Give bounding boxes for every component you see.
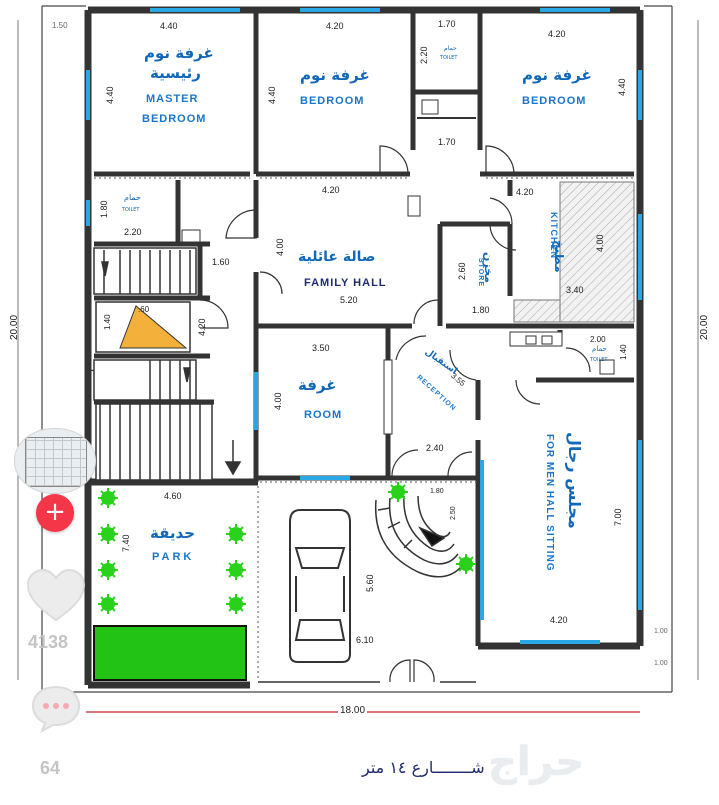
park-area (93, 625, 247, 681)
bedroom-2-en: BEDROOM (300, 95, 365, 107)
dim-total-bottom: 18.00 (338, 705, 368, 716)
toilet-left-en: TOILET (122, 207, 140, 213)
dim-label: 7.00 (613, 508, 623, 526)
family-hall-ar: صالة عائلية (298, 249, 376, 265)
haraj-watermark: حراج (488, 739, 585, 785)
toilet-right-en: TOILET (590, 357, 608, 363)
likes-count: 4138 (28, 632, 69, 652)
closet-triangle (95, 301, 191, 353)
dim-label: 1.70 (438, 19, 456, 29)
kitchen-en: KITCHEN (549, 212, 559, 259)
dim-label: 6.10 (356, 635, 374, 645)
interior-walls (94, 10, 634, 646)
dim-total-right: 20.00 (699, 314, 710, 340)
dim-label: 1.50 (52, 21, 68, 30)
toilet-top-ar: حمام (444, 45, 457, 52)
dim-label: 2.00 (590, 335, 606, 344)
dim-label: 2.40 (426, 443, 444, 453)
store-en: STORE (477, 258, 484, 287)
dim-label: 2.60 (457, 262, 467, 280)
comments-count: 64 (40, 758, 61, 778)
dim-label: 5.20 (340, 295, 358, 305)
men-hall-en: FOR MEN HALL SITTING (544, 434, 555, 572)
stairs (93, 247, 242, 481)
park-ar: حديقة (150, 524, 195, 542)
dim-label: 4.40 (617, 78, 627, 96)
dim-label: 4.20 (322, 185, 340, 195)
dim-label: 5.60 (365, 574, 375, 592)
car (289, 509, 351, 663)
dim-label: 1.60 (212, 257, 230, 267)
dim-label: 4.00 (275, 238, 285, 256)
dim-label: 4.20 (326, 21, 344, 31)
dim-label: 4.20 (548, 29, 566, 39)
room-en: ROOM (304, 409, 343, 421)
room-detail (383, 359, 393, 435)
street-label: شــــــــارع ١٤ متر (362, 758, 485, 777)
shrubs (98, 482, 476, 614)
toilet-left-ar: حمام (124, 193, 141, 202)
dim-label: 1.40 (619, 344, 628, 360)
dim-total-left: 20.00 (9, 314, 20, 340)
heart-icon[interactable] (26, 568, 86, 624)
dim-label: 2.50 (450, 506, 457, 520)
dim-label: 1.80 (430, 488, 444, 495)
dim-label: 1.00 (654, 628, 668, 635)
kitchen-counters (509, 181, 635, 347)
men-hall-ar: مجلس رجال (565, 432, 584, 529)
dim-label: 4.40 (267, 86, 277, 104)
dim-label: 7.40 (121, 534, 131, 552)
dim-label: .60 (138, 305, 150, 314)
dim-label: 4.00 (273, 392, 283, 410)
bedroom-2-ar: غرفة نوم (300, 66, 370, 84)
dim-label: 4.60 (164, 491, 182, 501)
dim-label: 3.50 (312, 343, 330, 353)
dim-label: 4.40 (160, 21, 178, 31)
windows (86, 8, 642, 644)
dim-label: 4.20 (550, 615, 568, 625)
dim-label: 4.00 (595, 234, 605, 252)
dim-label: 1.80 (472, 305, 490, 315)
entrance-steps (374, 495, 463, 578)
bedroom-3-en: BEDROOM (522, 95, 587, 107)
dim-label: 4.20 (516, 187, 534, 197)
dim-label: 1.80 (99, 200, 109, 218)
dim-label: 4.20 (197, 318, 207, 336)
toilet-right-ar: حمام (592, 345, 607, 353)
master-bedroom-en-2: BEDROOM (142, 113, 207, 125)
master-bedroom-en-1: MASTER (146, 93, 199, 105)
park-en: PARK (152, 551, 195, 563)
family-hall-en: FAMILY HALL (304, 277, 387, 289)
toilet-top-en: TOILET (440, 55, 458, 61)
thumbnail-plan-icon (25, 437, 87, 487)
dashed-lines (94, 177, 634, 680)
room-ar: غرفة (298, 376, 337, 394)
master-bedroom-ar-2: رئيسية (150, 64, 201, 82)
dim-label: 3.40 (566, 285, 584, 295)
master-bedroom-ar-1: غرفة نوم (144, 44, 214, 62)
dim-label: 2.20 (419, 46, 429, 64)
store-ar: مخزن (482, 252, 495, 283)
dim-label: 1.70 (438, 137, 456, 147)
creator-thumbnail[interactable] (14, 428, 96, 494)
dim-label: 1.40 (103, 314, 112, 330)
fixtures (181, 99, 615, 375)
dim-label: 2.20 (124, 227, 142, 237)
comment-icon[interactable] (30, 684, 82, 734)
follow-plus-button[interactable]: + (36, 494, 74, 532)
dim-label: 1.00 (654, 660, 668, 667)
dim-label: 4.40 (105, 86, 115, 104)
doors (87, 145, 591, 683)
bedroom-3-ar: غرفة نوم (522, 66, 592, 84)
